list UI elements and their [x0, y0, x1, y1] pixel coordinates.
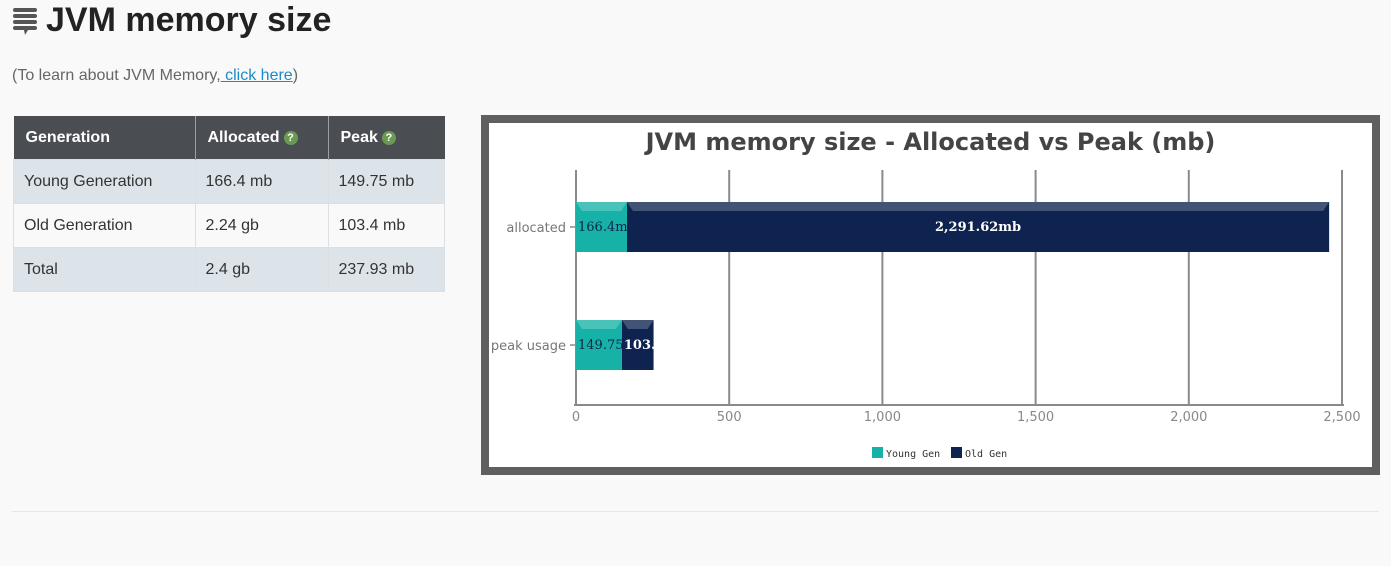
legend-label: Young Gen	[886, 449, 940, 460]
col-header-generation: Generation	[13, 116, 196, 160]
help-icon[interactable]: ?	[283, 130, 298, 145]
legend-swatch	[872, 447, 883, 458]
bar-bevel	[621, 320, 654, 329]
cell-peak: 237.93 mb	[327, 247, 445, 292]
cell-allocated: 2.4 gb	[194, 247, 329, 292]
data-label: 2,291.62mb	[935, 220, 1021, 235]
help-icon[interactable]: ?	[381, 130, 396, 145]
bar-old-gen	[621, 320, 654, 370]
cell-peak: 149.75 mb	[327, 159, 445, 204]
memory-bar-chart: JVM memory size - Allocated vs Peak (mb)…	[491, 128, 1361, 460]
memory-table: Generation Allocated? Peak? Young Genera…	[13, 116, 445, 292]
divider	[12, 511, 1379, 512]
bar-young-gen	[576, 320, 622, 370]
chart-frame: JVM memory size - Allocated vs Peak (mb)…	[481, 115, 1380, 475]
cell-allocated: 2.24 gb	[194, 203, 329, 248]
data-label: 166.4mb	[578, 220, 636, 235]
x-tick-label: 2,000	[1170, 410, 1207, 425]
cell-generation: Old Generation	[13, 203, 196, 248]
x-tick-label: 2,500	[1323, 410, 1360, 425]
table-row: Total 2.4 gb 237.93 mb	[13, 247, 445, 292]
col-header-allocated: Allocated?	[195, 116, 329, 160]
chart-area: JVM memory size - Allocated vs Peak (mb)…	[489, 123, 1372, 467]
table-header-row: Generation Allocated? Peak?	[13, 116, 445, 160]
data-label: 103.4mb	[624, 338, 688, 353]
bar-bevel	[576, 202, 627, 211]
cell-peak: 103.4 mb	[327, 203, 445, 248]
col-header-peak: Peak?	[328, 116, 445, 160]
table-row: Young Generation 166.4 mb 149.75 mb	[13, 159, 445, 204]
y-category-label: allocated	[506, 221, 566, 236]
bar-young-gen	[576, 202, 627, 252]
x-tick-label: 1,500	[1017, 410, 1054, 425]
x-tick-label: 1,000	[864, 410, 901, 425]
database-icon	[13, 8, 37, 35]
intro-prefix: (To learn about JVM Memory,	[12, 67, 221, 84]
intro-suffix: )	[292, 67, 299, 84]
bar-bevel	[626, 202, 1330, 211]
cell-generation: Total	[13, 247, 196, 292]
x-tick-label: 500	[717, 410, 742, 425]
y-category-label: peak usage	[491, 339, 566, 354]
legend-swatch	[951, 447, 962, 458]
page-title: JVM memory size	[46, 0, 332, 39]
intro-text: (To learn about JVM Memory, click here)	[12, 67, 298, 85]
learn-more-link[interactable]: click here	[220, 67, 293, 84]
cell-generation: Young Generation	[13, 159, 196, 204]
legend-label: Old Gen	[965, 449, 1007, 460]
bar-bevel	[576, 320, 622, 329]
bar-old-gen	[626, 202, 1330, 252]
cell-allocated: 166.4 mb	[194, 159, 329, 204]
chart-title: JVM memory size - Allocated vs Peak (mb)	[644, 128, 1216, 156]
page-header: JVM memory size	[12, 0, 331, 40]
table-row: Old Generation 2.24 gb 103.4 mb	[13, 203, 445, 248]
x-tick-label: 0	[572, 410, 580, 425]
